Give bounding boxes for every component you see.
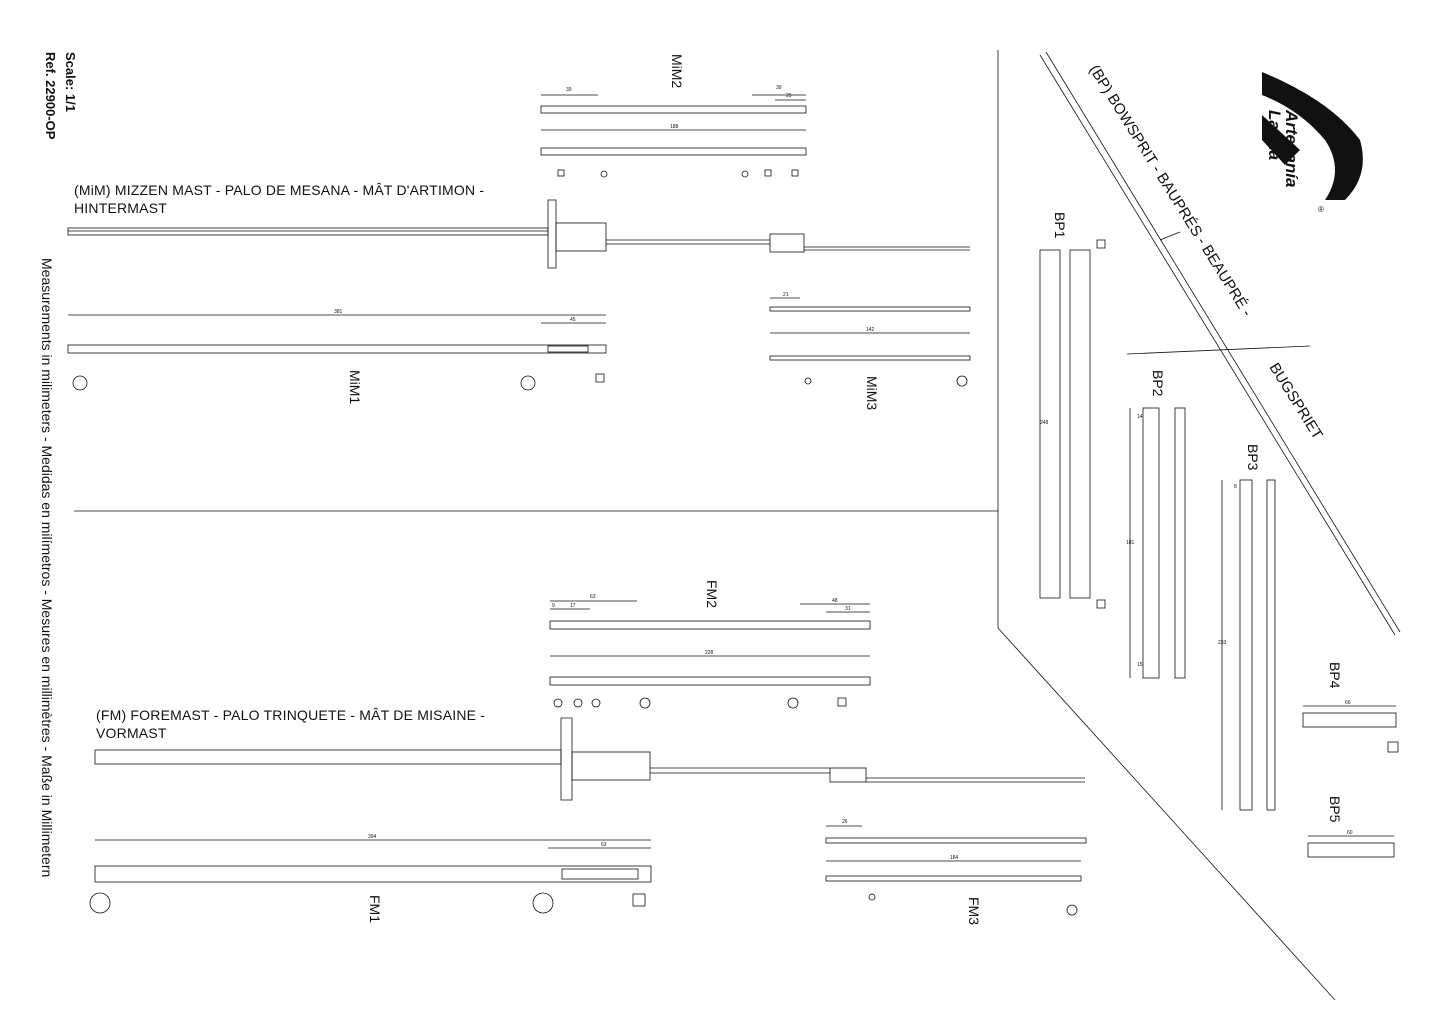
dim-bp3-len: 233 [1218, 640, 1227, 646]
part-label-fm1: FM1 [367, 895, 383, 923]
dim-mim2-len: 188 [670, 124, 679, 130]
dim-fm2-a: 63 [590, 594, 596, 600]
dim-bp4-len: 66 [1345, 700, 1351, 706]
part-label-bp3: BP3 [1245, 444, 1261, 471]
dim-fm2-e: 31 [845, 606, 851, 612]
dim-mim3-len: 142 [866, 327, 875, 333]
mizzen-title-line1: (MiM) MIZZEN MAST - PALO DE MESANA - MÂT… [74, 182, 485, 198]
mim1-part [67, 314, 607, 391]
scale-label: Scale: 1/1 [63, 52, 78, 112]
foremast-title-line1: (FM) FOREMAST - PALO TRINQUETE - MÂT DE … [96, 707, 486, 723]
mizzen-title-line2: HINTERMAST [74, 200, 167, 216]
dim-fm2-d: 48 [832, 598, 838, 604]
dim-fm1-len: 394 [368, 834, 377, 840]
bowsprit-diagonal [1039, 51, 1401, 636]
ref-label: Ref. 22900-OP [43, 52, 58, 140]
part-label-fm2: FM2 [704, 580, 720, 608]
fm1-part [89, 839, 652, 914]
dim-bp5-len: 60 [1347, 830, 1353, 836]
logo-line1: Artesanía [1282, 110, 1301, 188]
part-label-mim1: MiM1 [347, 370, 363, 405]
dim-fm2-len: 228 [705, 650, 714, 656]
mizzen-assembled [67, 199, 970, 269]
dim-fm3-len: 184 [950, 855, 959, 861]
dim-fm3-a: 26 [842, 819, 848, 825]
dim-bp2-len: 181 [1126, 540, 1135, 546]
fm3-part [825, 825, 1087, 916]
dim-mim3-a: 21 [783, 292, 789, 298]
foremast-assembled [94, 717, 1085, 801]
dim-bp2-a: 14 [1137, 414, 1143, 420]
bp3-part [1221, 479, 1276, 811]
part-label-mim2: MiM2 [669, 54, 685, 89]
dim-bp1-len: 248 [1040, 420, 1049, 426]
bp4-part [1302, 705, 1399, 753]
dim-mim2-a: 39 [566, 87, 572, 93]
part-label-bp1: BP1 [1052, 212, 1068, 239]
bp5-part [1307, 835, 1395, 858]
artesania-latina-logo-mark [1262, 72, 1363, 200]
dim-bp2-b: 15 [1137, 662, 1143, 668]
fm2-part [549, 600, 871, 709]
measurements-note: Measurements in milimeters - Medidas en … [39, 258, 55, 878]
dim-fm1-sec: 63 [601, 842, 607, 848]
part-label-bp5: BP5 [1327, 796, 1343, 823]
part-label-bp4: BP4 [1327, 662, 1343, 689]
logo-text: Artesanía Latina [1265, 110, 1301, 188]
part-label-mim3: MiM3 [864, 376, 880, 411]
bp1-part [1039, 239, 1106, 609]
bowsprit-divider-diagonal [997, 627, 1336, 1001]
dim-fm2-b: 9 [552, 603, 555, 609]
dim-bp3-a: 8 [1234, 484, 1237, 490]
mim2-part [540, 94, 807, 178]
foremast-title-line2: VORMAST [96, 725, 167, 741]
part-label-bp2: BP2 [1150, 370, 1166, 397]
part-label-fm3: FM3 [966, 897, 982, 925]
bp2-part [1129, 407, 1186, 679]
logo-line2: Latina [1265, 110, 1284, 161]
dim-mim2-b: 39 [776, 85, 782, 91]
logo-registered: ® [1318, 205, 1324, 214]
mim3-part [769, 297, 971, 387]
dim-mim1-sec: 45 [570, 317, 576, 323]
dim-mim2-c: 25 [786, 93, 792, 99]
dim-fm2-c: 17 [570, 603, 576, 609]
dim-mim1-len: 381 [334, 309, 343, 315]
